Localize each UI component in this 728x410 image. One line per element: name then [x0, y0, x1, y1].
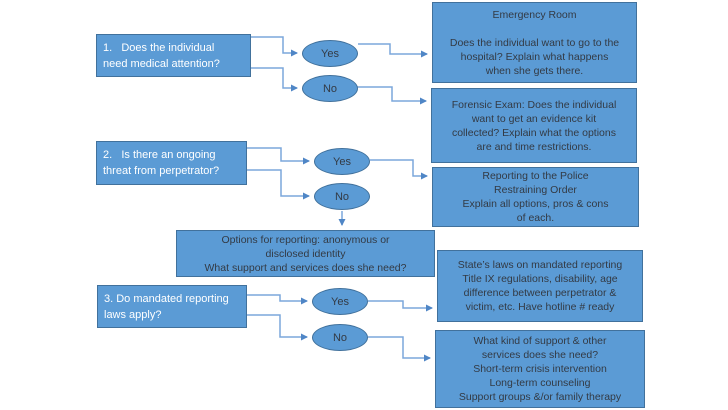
connector-q1-to-yes: [251, 36, 298, 57]
connector-yes3-to-mandated-laws: [368, 300, 433, 312]
outcome-mandated-reporting-laws: State’s laws on mandated reporting Title…: [437, 250, 643, 322]
outcome-emergency-room: Emergency Room Does the individual want …: [432, 2, 637, 83]
decision-no-2: No: [314, 183, 370, 210]
question-box-3: 3. Do mandated reporting laws apply?: [97, 285, 247, 328]
outcome-forensic-exam: Forensic Exam: Does the individual want …: [431, 88, 637, 163]
connector-q3-to-no: [247, 314, 308, 341]
outcome-police-restraining-order: Reporting to the Police Restraining Orde…: [432, 167, 639, 227]
question-box-2: 2. Is there an ongoing threat from perpe…: [96, 141, 247, 185]
connector-q2-to-yes: [247, 147, 310, 165]
connector-yes1-to-emergency-room: [358, 43, 428, 58]
note-options-for-reporting: Options for reporting: anonymous or disc…: [176, 230, 435, 277]
connector-q1-to-no: [251, 67, 298, 92]
connector-no1-to-forensic-exam: [357, 86, 427, 105]
decision-yes-3: Yes: [312, 288, 368, 315]
decision-yes-1: Yes: [302, 40, 358, 67]
connector-no3-to-support-services: [368, 336, 431, 362]
connector-q3-to-yes: [247, 294, 308, 305]
outcome-support-services: What kind of support & other services do…: [435, 330, 645, 408]
connector-yes2-to-police-reporting: [370, 159, 428, 180]
question-box-1: 1. Does the individual need medical atte…: [96, 34, 251, 77]
decision-no-1: No: [302, 75, 358, 102]
decision-no-3: No: [312, 324, 368, 351]
decision-yes-2: Yes: [314, 148, 370, 175]
connector-q2-to-no: [247, 169, 310, 200]
